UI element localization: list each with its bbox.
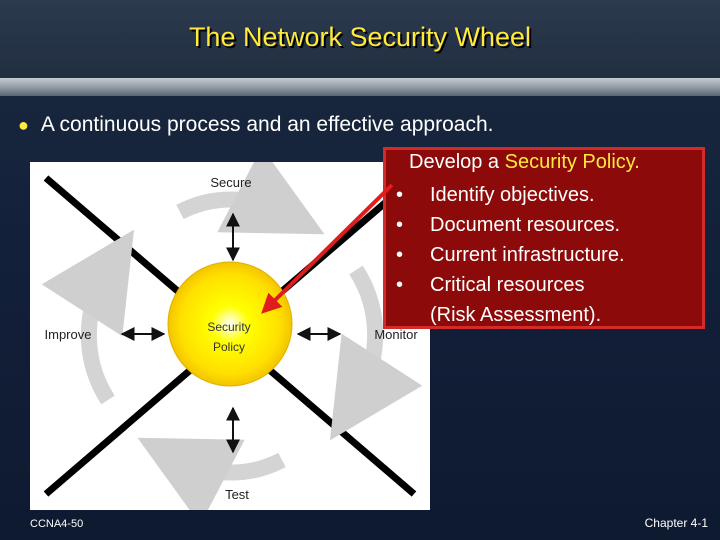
- footer-chapter: Chapter 4-1: [644, 516, 708, 530]
- bullet-icon: •: [396, 244, 404, 266]
- callout-item-text: Identify objectives.: [430, 184, 595, 206]
- callout-item: • Identify objectives.: [394, 180, 625, 210]
- label-monitor: Monitor: [374, 327, 418, 342]
- cycle-arrow-bottom: [137, 437, 286, 510]
- callout-heading-highlight: Security Policy.: [504, 151, 640, 173]
- cycle-arrow-right: [330, 265, 423, 441]
- callout-continuation: (Risk Assessment).: [430, 304, 602, 326]
- security-policy-core: [167, 261, 293, 387]
- main-bullet-text: A continuous process and an effective ap…: [40, 113, 494, 136]
- bullet-icon: •: [396, 274, 404, 296]
- footer-course-code: CCNA4-50: [30, 518, 84, 530]
- bullet-dot-icon: ●: [18, 115, 29, 135]
- bullet-icon: •: [396, 184, 404, 206]
- label-test: Test: [225, 487, 249, 502]
- callout-item-text: Current infrastructure.: [430, 244, 625, 266]
- callout-item: • Document resources.: [394, 210, 625, 240]
- security-wheel-svg: Secure Improve Monitor Test Security Pol…: [41, 162, 423, 510]
- callout-item: • Current infrastructure.: [394, 240, 625, 270]
- label-center-line1: Security: [207, 320, 250, 334]
- cycle-arrow-top: [176, 162, 325, 235]
- label-center-line2: Policy: [213, 340, 245, 354]
- cycle-arrow-left: [41, 229, 134, 405]
- title-bar: [0, 0, 720, 78]
- label-improve: Improve: [45, 327, 92, 342]
- callout-item-text: Document resources.: [430, 214, 621, 236]
- callout-heading: Develop a Security Policy.: [409, 151, 640, 174]
- callout-list: • Identify objectives. • Document resource…: [394, 180, 625, 330]
- bullet-icon: •: [396, 214, 404, 236]
- policy-callout: Develop a Security Policy. • Identify obj…: [383, 147, 705, 329]
- security-wheel-diagram: Secure Improve Monitor Test Security Pol…: [30, 162, 430, 510]
- callout-heading-prefix: Develop a: [409, 151, 505, 173]
- callout-item: • Critical resources: [394, 270, 625, 300]
- slide-title: The Network Security Wheel: [188, 22, 532, 52]
- title-divider: [0, 78, 720, 96]
- main-bullet: ● A continuous process and an effective a…: [18, 113, 493, 137]
- label-secure: Secure: [210, 175, 251, 190]
- callout-item-text: Critical resources: [430, 274, 585, 296]
